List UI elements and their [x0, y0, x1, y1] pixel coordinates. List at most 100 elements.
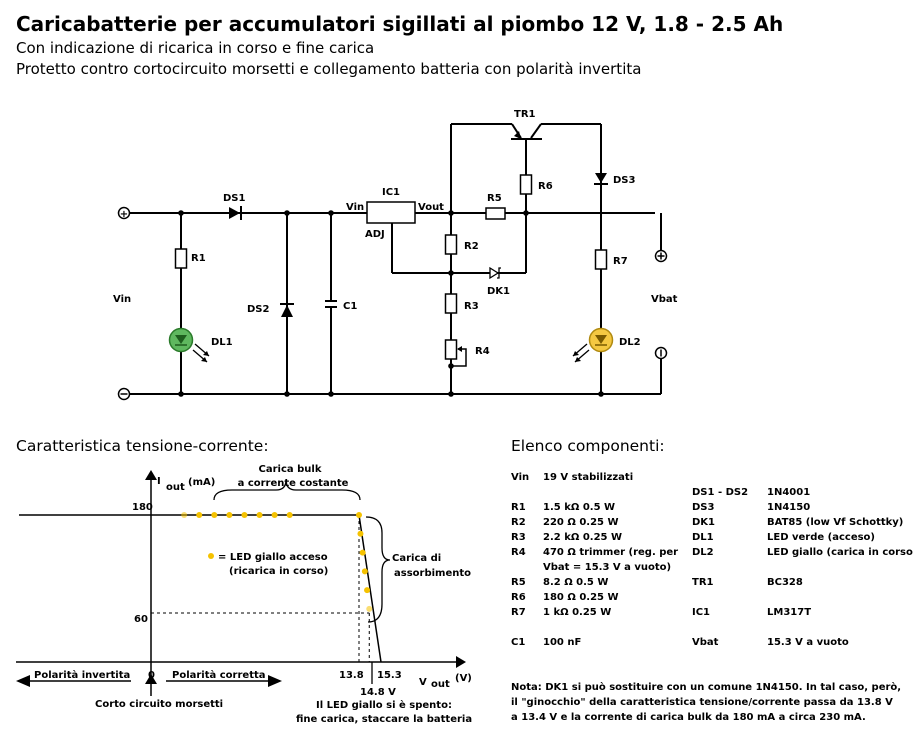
component-ref: DL2: [692, 547, 714, 558]
x-tick-15-3: 15.3: [377, 670, 402, 681]
label-c1: C1: [343, 301, 357, 312]
component-ref: Vin: [511, 472, 530, 483]
label-r6: R6: [538, 181, 553, 192]
label-r2: R2: [464, 241, 479, 252]
r2-resistor: [444, 234, 458, 255]
legend-label-1: = LED giallo acceso: [218, 552, 328, 563]
component-ref: R2: [511, 517, 526, 528]
label-vbat: Vbat: [651, 294, 678, 305]
label-ds1: DS1: [223, 193, 246, 204]
led-on-point: [196, 512, 203, 518]
component-ref: R4: [511, 547, 526, 558]
chart-title: Caratteristica tensione-corrente:: [16, 437, 269, 455]
y-axis-arrow: [145, 470, 157, 480]
short-circuit-label: Corto circuito morsetti: [95, 699, 223, 710]
junction: [448, 391, 454, 397]
bulk-brace: [213, 479, 361, 501]
led-on-point: [357, 530, 364, 537]
dk1-bar: [497, 267, 501, 279]
component-note: Nota: DK1 si può sostituire con un comun…: [511, 680, 901, 725]
arrow-reverse-head: [16, 675, 30, 687]
component-ref: R5: [511, 577, 526, 588]
y-axis-label-unit: (mA): [188, 477, 215, 488]
vin-plus-sign: +: [120, 209, 128, 220]
junction: [284, 391, 290, 397]
absorb-label-1: Carica di: [392, 553, 441, 564]
x-axis-arrow: [456, 656, 466, 668]
x-label-14-8: 14.8 V: [360, 687, 396, 698]
dk1-schottky: [489, 266, 500, 280]
dl1-arrow-2: [201, 357, 207, 362]
component-value: 220 Ω 0.25 W: [543, 517, 619, 528]
component-ref: IC1: [692, 607, 711, 618]
end-label-2: fine carica, staccare la batteria: [296, 714, 472, 725]
dl2-diode-glyph: [595, 335, 607, 344]
ds2-diode: [281, 305, 293, 317]
led-on-point: [211, 512, 218, 518]
component-ref: DS3: [692, 502, 715, 513]
component-ref: DS1 - DS2: [692, 487, 749, 498]
bulk-label-2: a corrente costante: [238, 478, 349, 489]
label-tr1: TR1: [514, 109, 536, 120]
component-value: 470 Ω trimmer (reg. per: [543, 547, 679, 558]
label-ds2: DS2: [247, 304, 270, 315]
junction: [523, 210, 529, 216]
subtitle-2: Protetto contro cortocircuito morsetti e…: [16, 60, 642, 78]
component-value: BC328: [767, 577, 803, 588]
component-value: 2.2 kΩ 0.25 W: [543, 532, 623, 543]
tr1-emitter-arrow: [514, 131, 521, 139]
junction-dots: [178, 210, 604, 397]
label-ic1: IC1: [382, 187, 400, 198]
legend-dot: [208, 553, 214, 559]
label-r5: R5: [487, 193, 502, 204]
label-ds3: DS3: [613, 175, 636, 186]
component-value: 100 nF: [543, 637, 582, 648]
component-value: 1N4150: [767, 502, 811, 513]
label-dk1: DK1: [487, 286, 510, 297]
component-value: 1.5 kΩ 0.5 W: [543, 502, 616, 513]
led-on-point: [366, 605, 373, 612]
junction: [178, 391, 184, 397]
led-on-point: [286, 512, 293, 518]
component-value: Vbat = 15.3 V a vuoto): [543, 562, 672, 573]
reverse-polarity-label: Polarità invertita: [34, 669, 130, 681]
x-axis-label-sub: out: [431, 679, 450, 690]
component-value: 1N4001: [767, 487, 811, 498]
dl1-arrow-1: [203, 351, 209, 356]
x-tick-13-8: 13.8: [339, 670, 364, 681]
junction: [328, 391, 334, 397]
junction: [448, 210, 454, 216]
arrow-correct-head: [268, 675, 282, 687]
dl1-diode-glyph: [175, 335, 187, 344]
label-ic1-vout: Vout: [418, 202, 444, 213]
component-ref: R3: [511, 532, 526, 543]
junction: [448, 363, 454, 369]
junction: [598, 391, 604, 397]
components-title: Elenco componenti:: [511, 437, 665, 455]
led-on-point: [361, 568, 368, 575]
r6-resistor: [519, 174, 533, 195]
label-dl1: DL1: [211, 337, 233, 348]
legend-label-2: (ricarica in corso): [229, 566, 328, 577]
subtitle-1: Con indicazione di ricarica in corso e f…: [16, 39, 375, 57]
label-ic1-vin: Vin: [346, 202, 364, 213]
component-ref: Vbat: [692, 637, 719, 648]
r4-wiper-arrow: [457, 346, 462, 352]
x-axis-label-unit: (V): [455, 673, 472, 684]
led-on-point: [181, 512, 188, 518]
label-r3: R3: [464, 301, 479, 312]
junction: [284, 210, 290, 216]
component-ref: R7: [511, 607, 526, 618]
note-line: a 13.4 V e la corrente di carica bulk da…: [511, 712, 866, 723]
r1-resistor: [174, 248, 188, 269]
series-characteristic-line: [19, 514, 382, 663]
junction: [328, 210, 334, 216]
x-tick-0: 0: [148, 670, 155, 681]
led-on-point: [359, 549, 366, 556]
junction: [178, 210, 184, 216]
note-line: Nota: DK1 si può sostituire con un comun…: [511, 682, 902, 693]
page-title: Caricabatterie per accumulatori sigillat…: [16, 12, 784, 36]
y-tick-60: 60: [134, 614, 148, 625]
